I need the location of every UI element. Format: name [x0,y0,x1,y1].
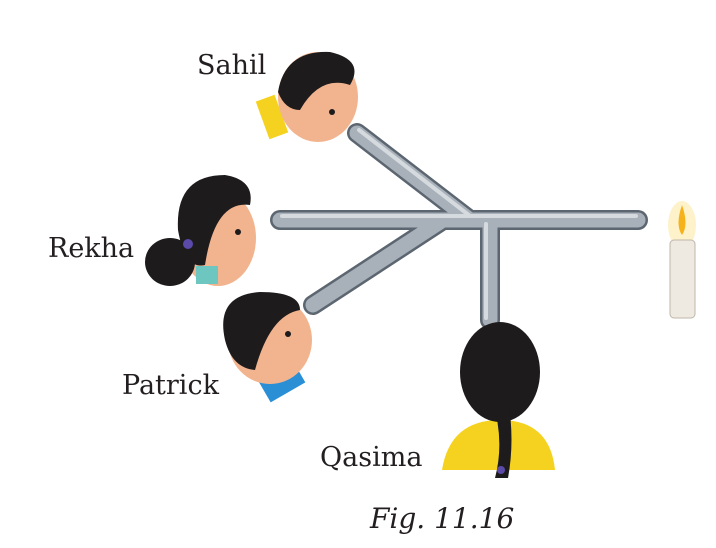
rekha-head [145,175,256,286]
patrick-head [223,292,312,403]
label-qasima: Qasima [320,442,423,473]
label-patrick: Patrick [122,370,219,401]
sahil-head [255,51,358,142]
qasima-figure [442,322,555,478]
label-sahil: Sahil [197,50,267,81]
pipes [270,123,648,330]
figure-caption: Fig. 11.16 [370,502,515,535]
label-rekha: Rekha [48,233,135,264]
candle [668,201,696,319]
